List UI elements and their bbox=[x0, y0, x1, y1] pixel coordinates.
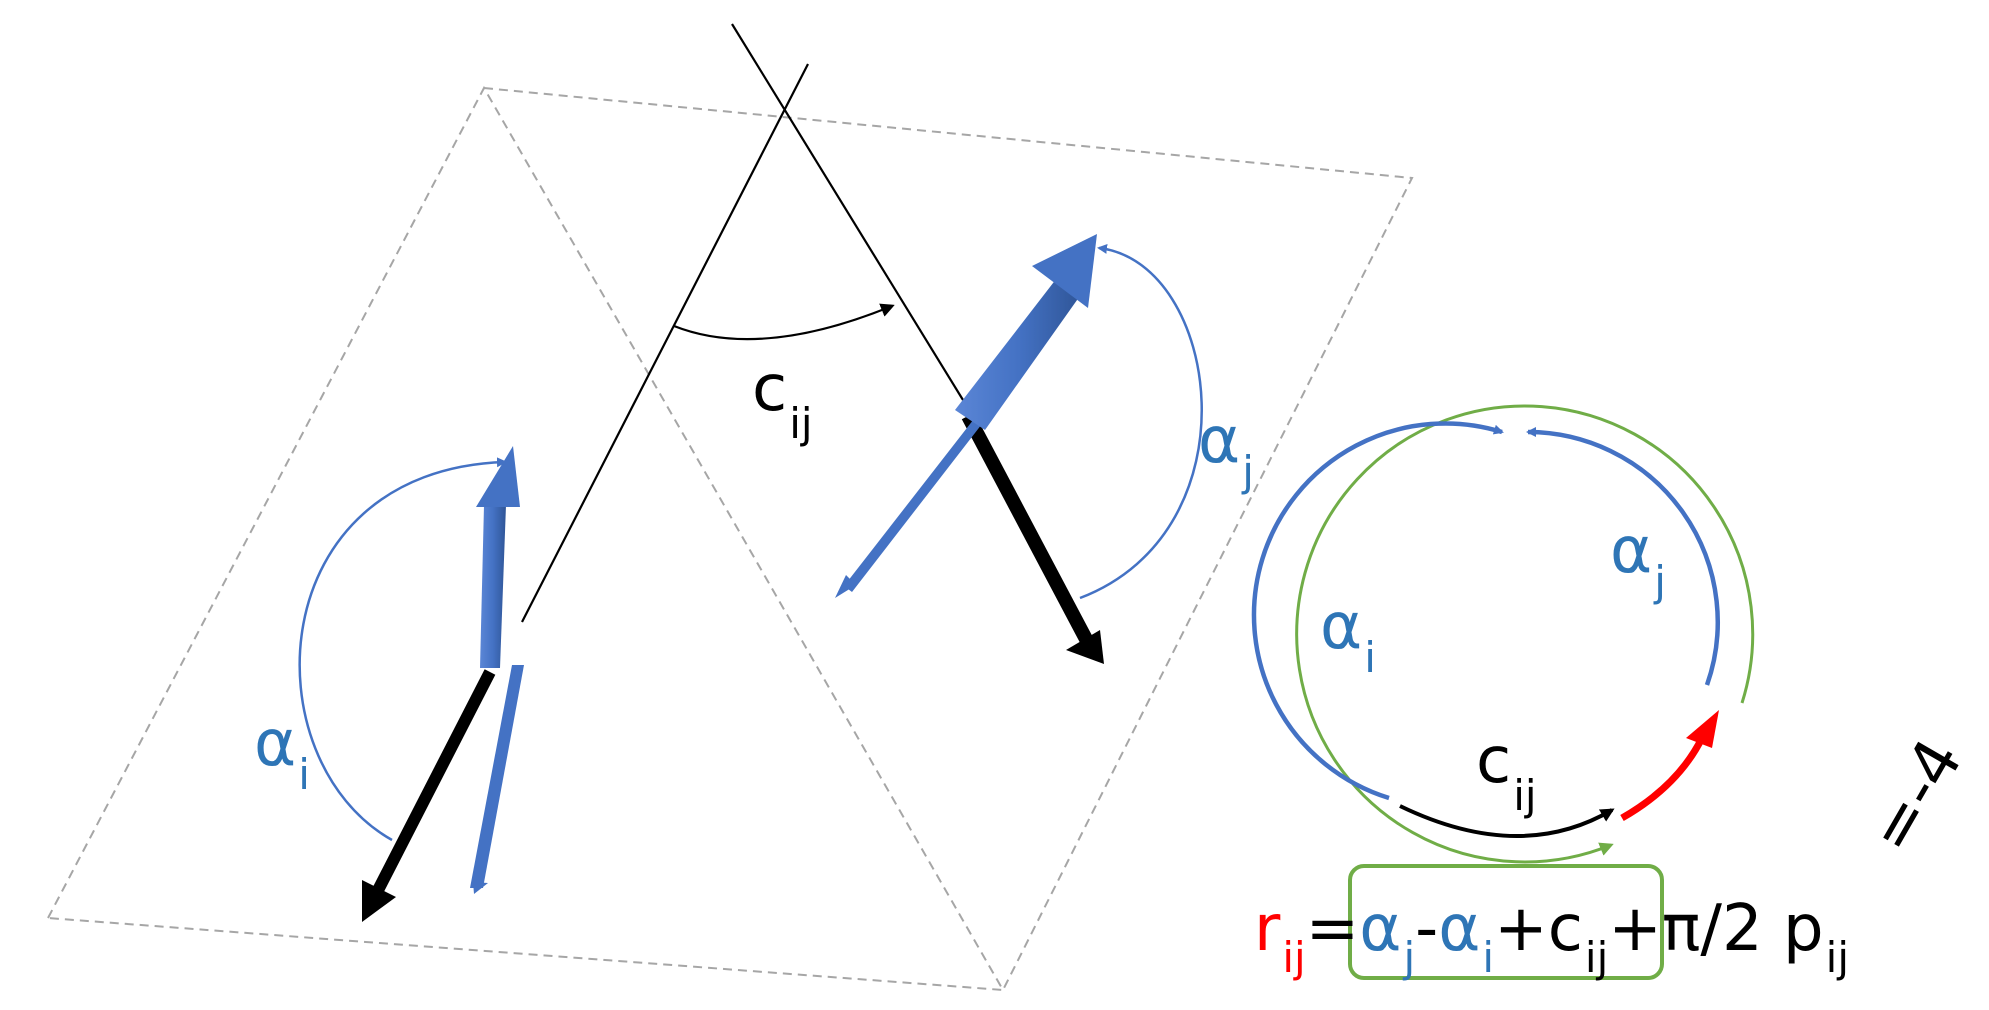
dashed-rhombus bbox=[46, 85, 1414, 992]
blue-arrow-right bbox=[835, 234, 1097, 598]
blue-arrow-left bbox=[470, 446, 524, 894]
black-arrow-right bbox=[961, 412, 1104, 664]
formula-highlight-box bbox=[1348, 864, 1664, 980]
label-alpha-j-right: αj bbox=[1198, 404, 1254, 496]
c-arc-circle bbox=[1399, 804, 1615, 838]
alpha-i-arc-left bbox=[298, 457, 507, 842]
label-c-ij-top: cij bbox=[752, 352, 813, 448]
label-c-ij-circle: cij bbox=[1476, 724, 1537, 820]
reference-lines bbox=[521, 23, 964, 623]
formula-text: rij=αj-αi+cij+π/2 pij bbox=[1254, 892, 1849, 982]
formula-r: r bbox=[1254, 892, 1281, 966]
alpha-j-arc-right bbox=[1079, 243, 1203, 600]
circle-schematic bbox=[1251, 404, 1755, 864]
label-p-value: =-4 bbox=[1855, 727, 1978, 866]
c-angle-arc bbox=[673, 303, 895, 341]
alpha-j-arc-circle bbox=[1526, 427, 1720, 686]
black-arrow-left bbox=[362, 669, 496, 922]
label-alpha-i-circle: αi bbox=[1320, 590, 1376, 682]
label-alpha-j-circle: αj bbox=[1610, 514, 1666, 606]
alpha-i-arc-circle bbox=[1251, 421, 1504, 801]
red-r-arrow bbox=[1620, 710, 1719, 822]
label-alpha-i-left: αi bbox=[254, 707, 310, 799]
green-outer-arc bbox=[1295, 404, 1755, 864]
